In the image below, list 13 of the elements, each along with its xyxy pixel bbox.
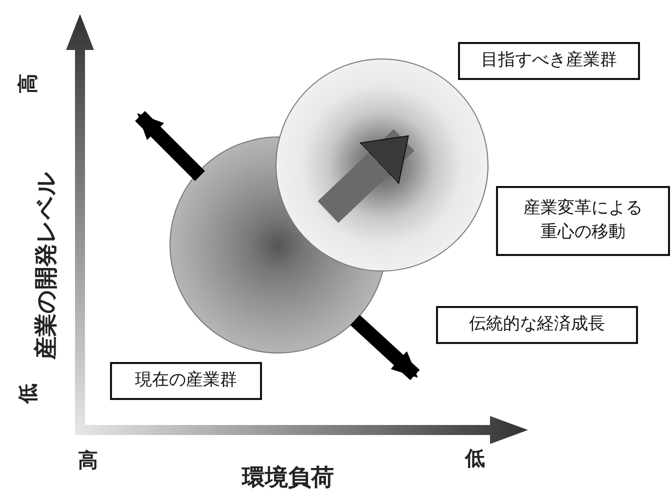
text-box: 産業変革による重心の移動 (496, 186, 670, 256)
arrow (135, 111, 205, 181)
axis-end-label: 高 (78, 447, 98, 474)
axis-title: 産業の開発レベル (32, 172, 60, 360)
axis-end-label: 低 (465, 445, 485, 472)
text-box: 伝統的な経済成長 (436, 306, 638, 344)
text-box: 目指すべき産業群 (458, 42, 640, 80)
axis-end-label: 高 (14, 74, 40, 94)
block-arrow (318, 129, 414, 223)
axis-title: 環境負荷 (242, 464, 334, 493)
arrow (350, 314, 420, 380)
axis-end-label: 低 (14, 384, 40, 404)
text-box: 現在の産業群 (110, 362, 262, 400)
